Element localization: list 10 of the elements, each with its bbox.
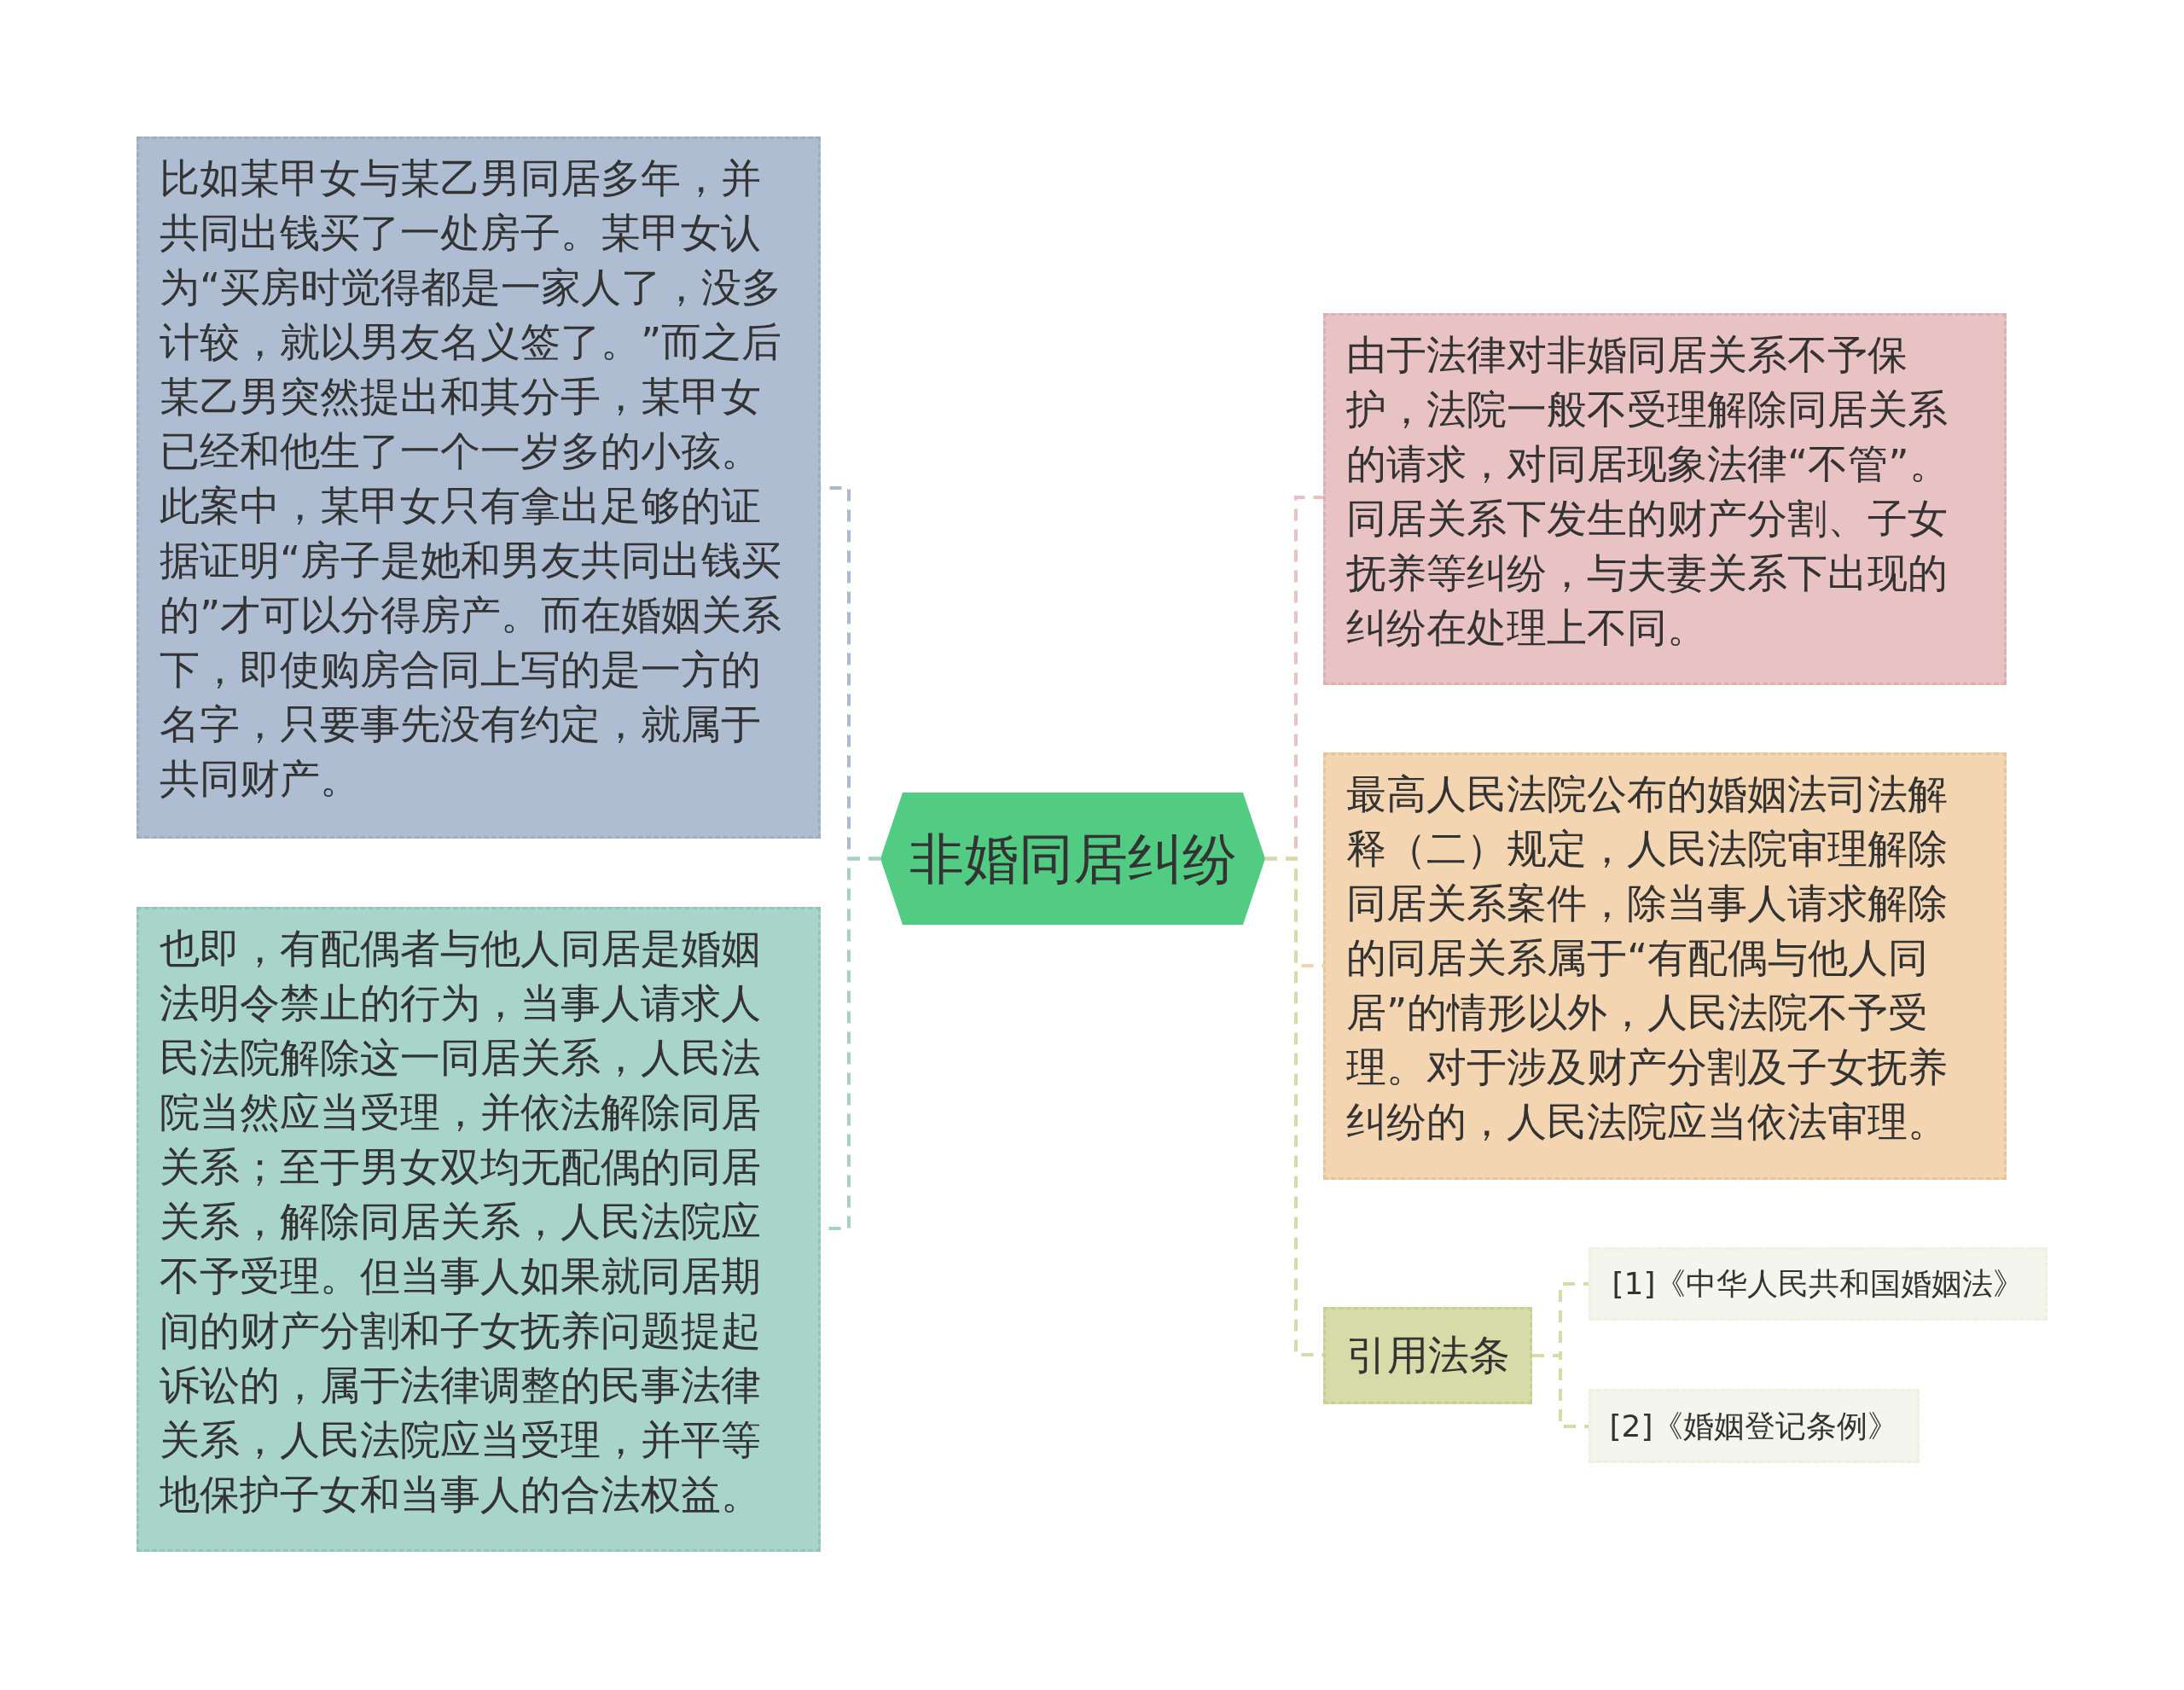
subtopic-box: 引用法条 bbox=[1323, 1307, 1532, 1404]
connector-line bbox=[1532, 1354, 1589, 1428]
reference-box: [1]《中华人民共和国婚姻法》 bbox=[1589, 1247, 2048, 1321]
topic-hexagon: 非婚同居纠纷 bbox=[880, 793, 1265, 925]
reference-box: [2]《婚姻登记条例》 bbox=[1589, 1389, 1920, 1463]
text-box: 由于法律对非婚同居关系不予保护，法院一般不受理解除同居关系的请求，对同居现象法律“不管”。同居关系下发生的财产分割、子女抚养等纠纷，与夫妻关系下出现的纠纷在处理上不同。 bbox=[1323, 313, 2007, 685]
connector-line bbox=[1265, 857, 1323, 1356]
text-box: 最高人民法院公布的婚姻法司法解释（二）规定，人民法院审理解除同居关系案件，除当事人请求解除的同居关系属于“有配偶与他人同居”的情形以外，人民法院不予受理。对于涉及财产分割及子女抚养纠纷的，人民法院应当依法审理。 bbox=[1323, 752, 2007, 1180]
text-box: 比如某甲女与某乙男同居多年，并共同出钱买了一处房子。某甲女认为“买房时觉得都是一家人了，没多计较，就以男友名义签了。”而之后某乙男突然提出和其分手，某甲女已经和他生了一个一岁多的小孩。此案中，某甲女只有拿出足够的证据证明“房子是她和男友共同出钱买的”才可以分得房产。而在婚姻关系下，即使购房合同上写的是一方的名字，只要事先没有约定，就属于共同财产。 bbox=[136, 136, 821, 839]
text-box: 也即，有配偶者与他人同居是婚姻法明令禁止的行为，当事人请求人民法院解除这一同居关系，人民法院当然应当受理，并依法解除同居关系；至于男女双均无配偶的同居关系，解除同居关系，人民法院应不予受理。但当事人如果就同居期间的财产分割和子女抚养问题提起诉讼的，属于法律调整的民事法律关系，人民法院应当受理，并平等地保护子女和当事人的合法权益。 bbox=[136, 907, 821, 1552]
